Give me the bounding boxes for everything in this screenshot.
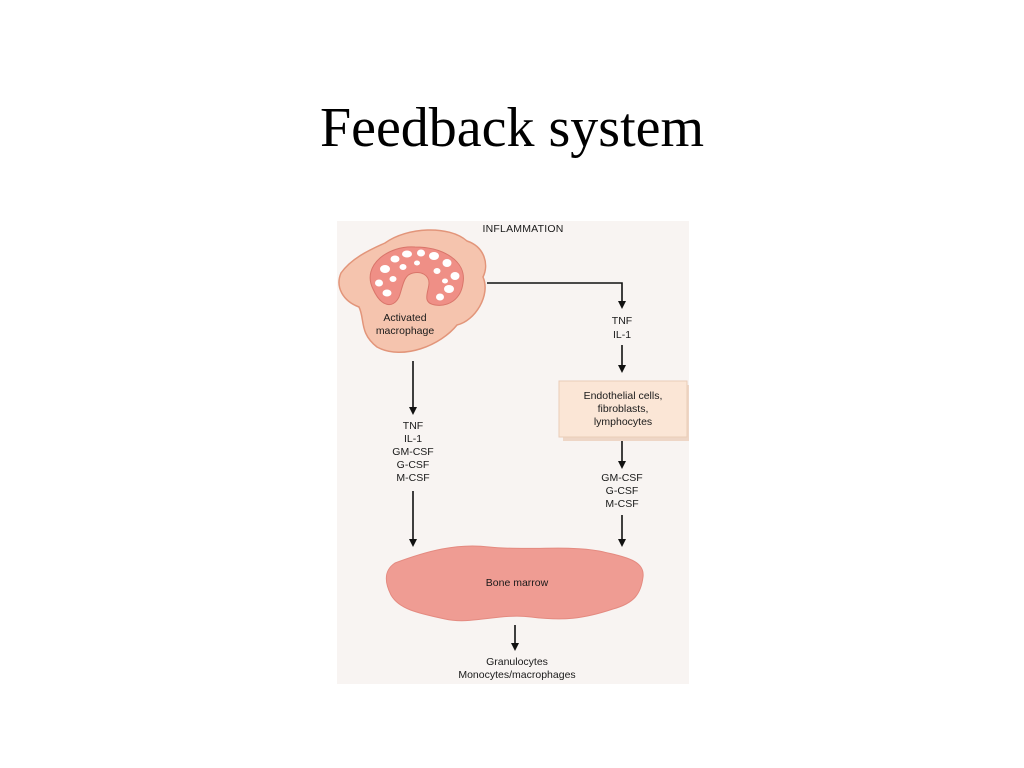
- nucleus-vacuoles: [375, 249, 460, 301]
- output-monocytes-macrophages: Monocytes/macrophages: [458, 669, 575, 681]
- arrow-macrophage-to-right: [487, 282, 626, 309]
- right-cytokine-il1: IL-1: [613, 329, 631, 341]
- macrophage-label-line-1: Activated: [383, 312, 426, 324]
- bone-marrow: Bone marrow: [385, 545, 644, 622]
- right-cytokine-g-csf: G-CSF: [606, 485, 639, 497]
- right-cytokine-tnf: TNF: [612, 315, 632, 327]
- feedback-diagram: INFLAMMATION: [337, 221, 689, 684]
- cells-box-line-2: fibroblasts,: [598, 403, 649, 415]
- right-cytokine-m-csf: M-CSF: [605, 498, 638, 510]
- left-cytokine-gm-csf: GM-CSF: [392, 446, 433, 458]
- endothelial-cells-box: Endothelial cells, fibroblasts, lymphocy…: [558, 380, 689, 441]
- left-cytokine-il1: IL-1: [404, 433, 422, 445]
- slide-title: Feedback system: [319, 97, 705, 159]
- right-cytokine-gm-csf: GM-CSF: [601, 472, 642, 484]
- cells-box-line-3: lymphocytes: [594, 416, 652, 428]
- left-cytokine-tnf: TNF: [403, 420, 423, 432]
- diagram-canvas: INFLAMMATION: [338, 223, 689, 681]
- bone-marrow-shape: [385, 545, 644, 622]
- cells-box-line-1: Endothelial cells,: [584, 390, 663, 402]
- bone-marrow-label: Bone marrow: [486, 577, 549, 589]
- inflammation-heading: INFLAMMATION: [483, 223, 564, 235]
- left-cytokine-g-csf: G-CSF: [397, 459, 430, 471]
- activated-macrophage: Activated macrophage: [338, 229, 487, 353]
- macrophage-label-line-2: macrophage: [376, 325, 435, 337]
- output-granulocytes: Granulocytes: [486, 656, 548, 668]
- left-cytokine-m-csf: M-CSF: [396, 472, 429, 484]
